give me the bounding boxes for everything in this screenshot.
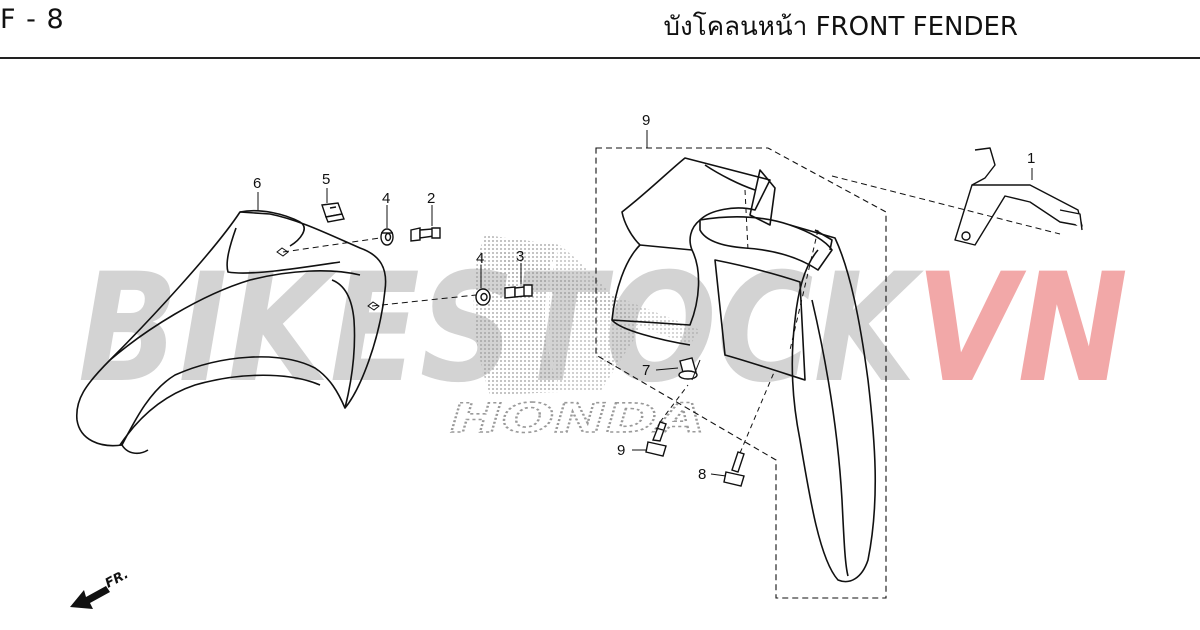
honda-wing-logo [473, 235, 700, 395]
watermark: BIKESTOCKVN HONDA [78, 235, 1128, 443]
collar-leader-dash [691, 359, 701, 381]
bolt-8-leader-dash [659, 384, 689, 423]
bolt-part-9-upper [410, 227, 441, 242]
bolt-part-7 [723, 451, 745, 487]
callout-labels: 1 6 9 4 4 5 7 8 9 2 3 [253, 112, 1035, 483]
callout-part-8: 9 [617, 442, 625, 459]
bracket-part-1 [954, 147, 1083, 246]
bolt-part-9-lower [504, 284, 533, 299]
front-direction-arrow: FR. [70, 567, 131, 609]
fender-hole-markers [276, 247, 380, 311]
callout-part-9-upper: 2 [427, 190, 435, 207]
callout-leaders [257, 130, 1033, 477]
bolt-part-8 [645, 421, 667, 457]
callout-part-6: 7 [642, 362, 650, 379]
callout-part-7: 8 [698, 466, 706, 483]
inner-fender-dash-right [789, 229, 819, 351]
page-title: บังโคลนหน้า FRONT FENDER [663, 12, 1018, 42]
collar-part-6 [678, 357, 698, 380]
callout-part-5: 5 [322, 171, 330, 188]
clip-nut-part-5 [321, 202, 345, 223]
direction-label: FR. [103, 567, 131, 592]
part-3-group-bracket [595, 147, 887, 599]
callout-part-4-lower: 4 [476, 250, 484, 267]
fender-dash-upper [282, 237, 381, 253]
direction-arrow-icon [70, 586, 110, 609]
inner-fender-dash [744, 189, 749, 251]
honda-brand-text: HONDA [450, 396, 705, 442]
callout-part-2: 6 [253, 175, 261, 192]
front-fender-part-2 [75, 209, 387, 455]
bolt-7-leader-dash [739, 369, 776, 454]
title-rule [0, 57, 1200, 59]
washer-part-4-lower [475, 288, 491, 306]
callout-part-4-upper: 4 [382, 190, 390, 207]
watermark-red-part: VN [916, 242, 1128, 416]
washer-part-4-upper [380, 228, 394, 246]
callout-part-3: 9 [642, 112, 650, 129]
callout-part-9-lower: 3 [516, 248, 524, 265]
page-code: F - 8 [0, 4, 65, 35]
fender-dash-lower [371, 294, 477, 307]
callout-part-1: 1 [1027, 150, 1035, 167]
